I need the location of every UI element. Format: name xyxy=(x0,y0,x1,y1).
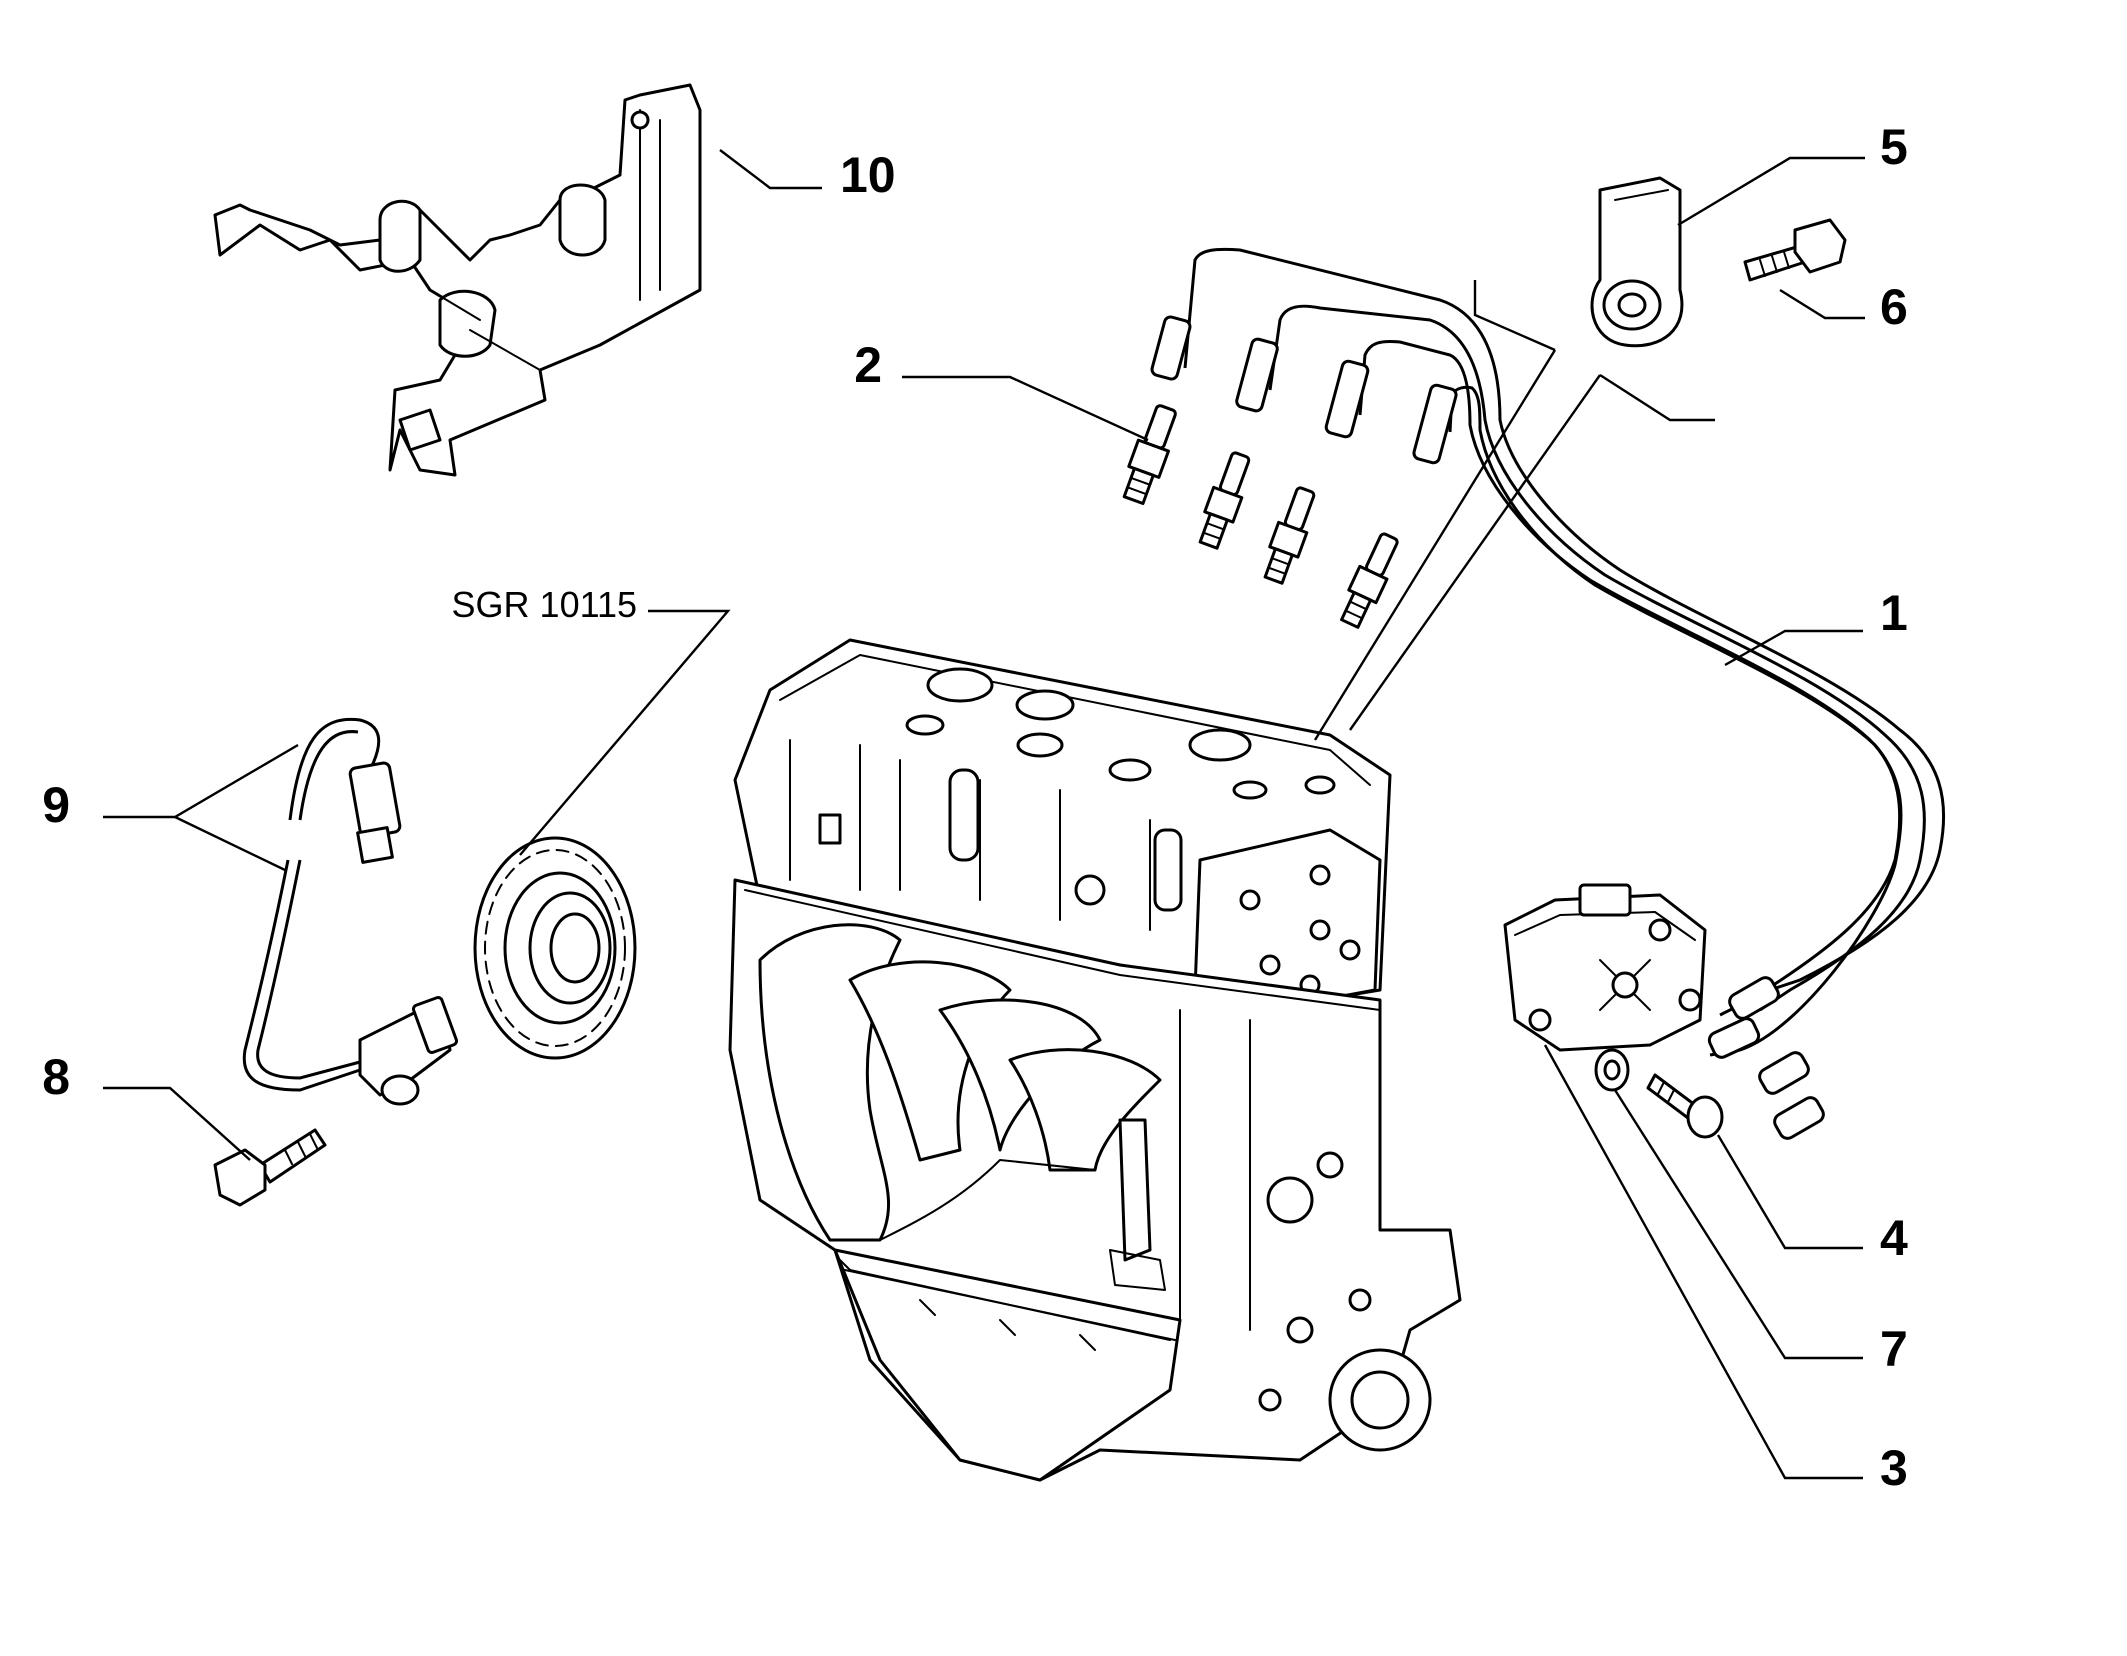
cable-bracket-drawing xyxy=(213,83,702,477)
callout-7: 7 xyxy=(1880,1321,1908,1377)
callout-2: 2 xyxy=(854,337,882,393)
callout-9: 9 xyxy=(42,777,70,833)
spark-plugs-drawing xyxy=(1122,404,1399,629)
bolt-6-drawing xyxy=(1743,218,1847,282)
ignition-cable-set-drawing xyxy=(1150,247,1946,1140)
reference-code: SGR 10115 xyxy=(452,584,637,625)
washer-drawing xyxy=(1594,1048,1630,1092)
toothed-pulley-drawing xyxy=(473,836,637,1060)
callout-1: 1 xyxy=(1880,585,1908,641)
callout-6: 6 xyxy=(1880,279,1908,335)
knock-sensor-drawing xyxy=(1590,176,1684,348)
ignition-coil-drawing xyxy=(1503,883,1707,1052)
rpm-sensor-drawing xyxy=(242,717,459,1106)
bolt-4-drawing xyxy=(1646,1073,1724,1139)
callout-4: 4 xyxy=(1880,1210,1908,1266)
bolt-8-drawing xyxy=(213,1128,327,1207)
engine-block-drawing xyxy=(728,638,1462,1482)
leader-lines xyxy=(103,149,1865,1480)
callout-8: 8 xyxy=(42,1049,70,1105)
callout-10: 10 xyxy=(840,147,896,203)
callout-3: 3 xyxy=(1880,1440,1908,1496)
callout-5: 5 xyxy=(1880,119,1908,175)
